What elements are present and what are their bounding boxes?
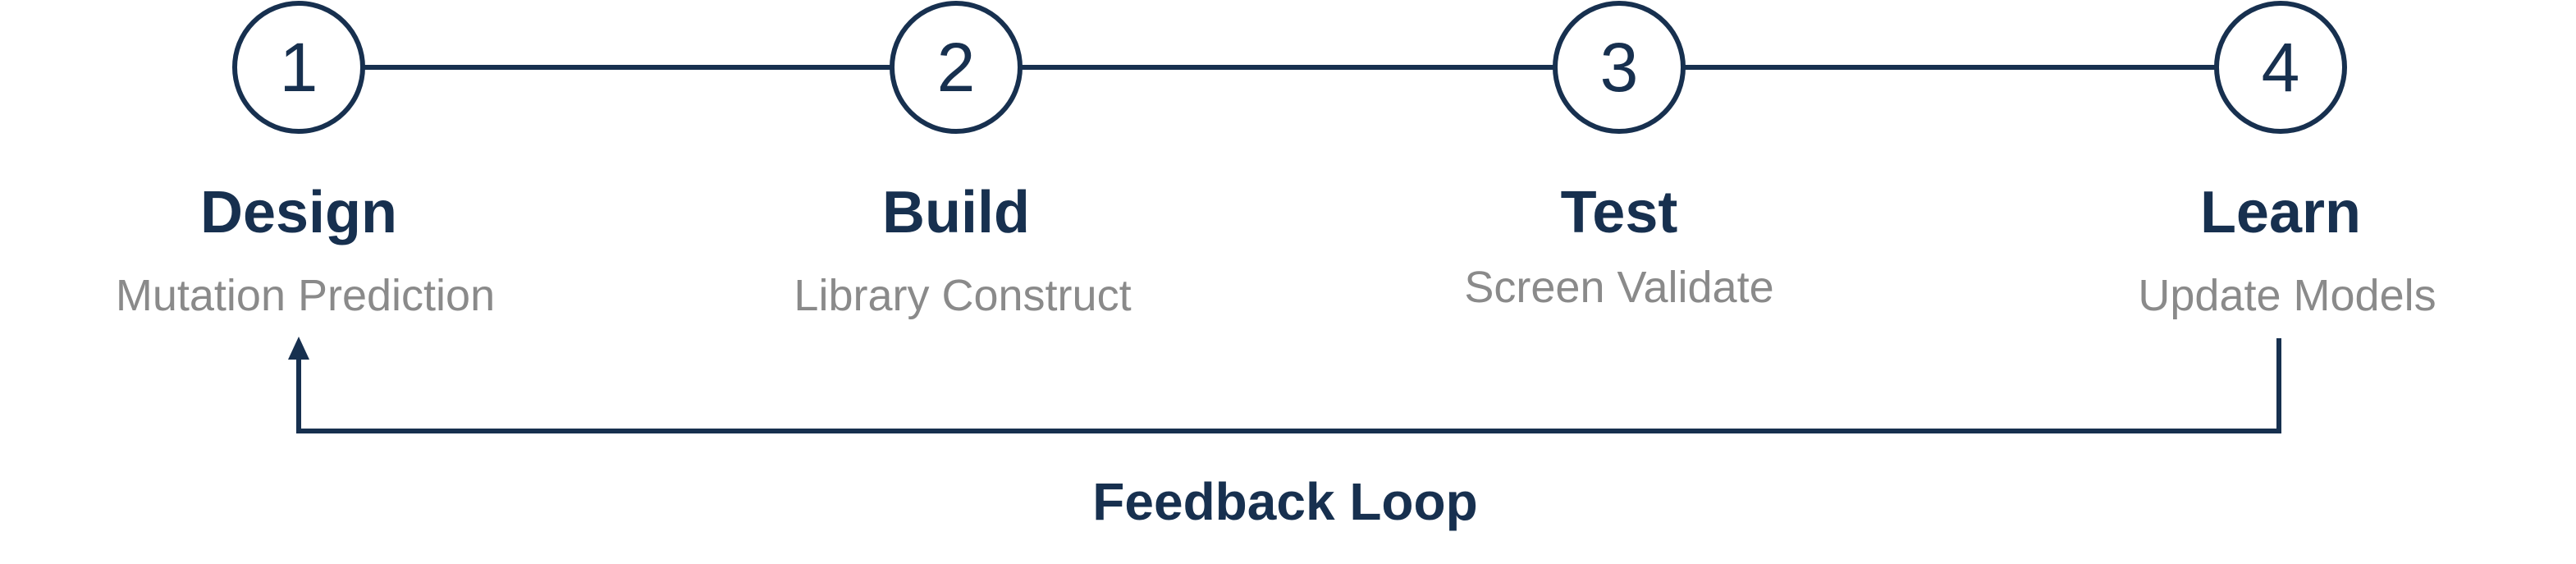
- step-circle-1: [232, 1, 365, 134]
- step-circle-3: [1553, 1, 1686, 134]
- step-title-design: Design: [200, 180, 397, 245]
- step-subtitle-design: Mutation Prediction: [116, 271, 495, 320]
- step-2: 2 Build Library Construct: [794, 1, 1132, 320]
- step-circle-2: [890, 1, 1023, 134]
- step-subtitle-build: Library Construct: [794, 271, 1131, 320]
- step-number-4: 4: [2262, 29, 2300, 106]
- feedback-loop-path: [296, 338, 2281, 433]
- step-number-3: 3: [1600, 29, 1639, 106]
- step-1: 1 Design Mutation Prediction: [116, 1, 495, 320]
- step-title-build: Build: [882, 180, 1030, 245]
- step-number-2: 2: [937, 29, 976, 106]
- feedback-loop-label: Feedback Loop: [1092, 472, 1477, 531]
- step-title-learn: Learn: [2200, 180, 2361, 245]
- step-subtitle-learn: Update Models: [2138, 271, 2436, 320]
- step-number-1: 1: [280, 29, 318, 106]
- feedback-arrowhead-icon: [288, 337, 309, 360]
- step-4: 4 Learn Update Models: [2138, 1, 2436, 320]
- step-subtitle-test: Screen Validate: [1464, 263, 1773, 312]
- step-title-test: Test: [1561, 180, 1678, 245]
- step-circle-4: [2214, 1, 2347, 134]
- step-3: 3 Test Screen Validate: [1464, 1, 1774, 312]
